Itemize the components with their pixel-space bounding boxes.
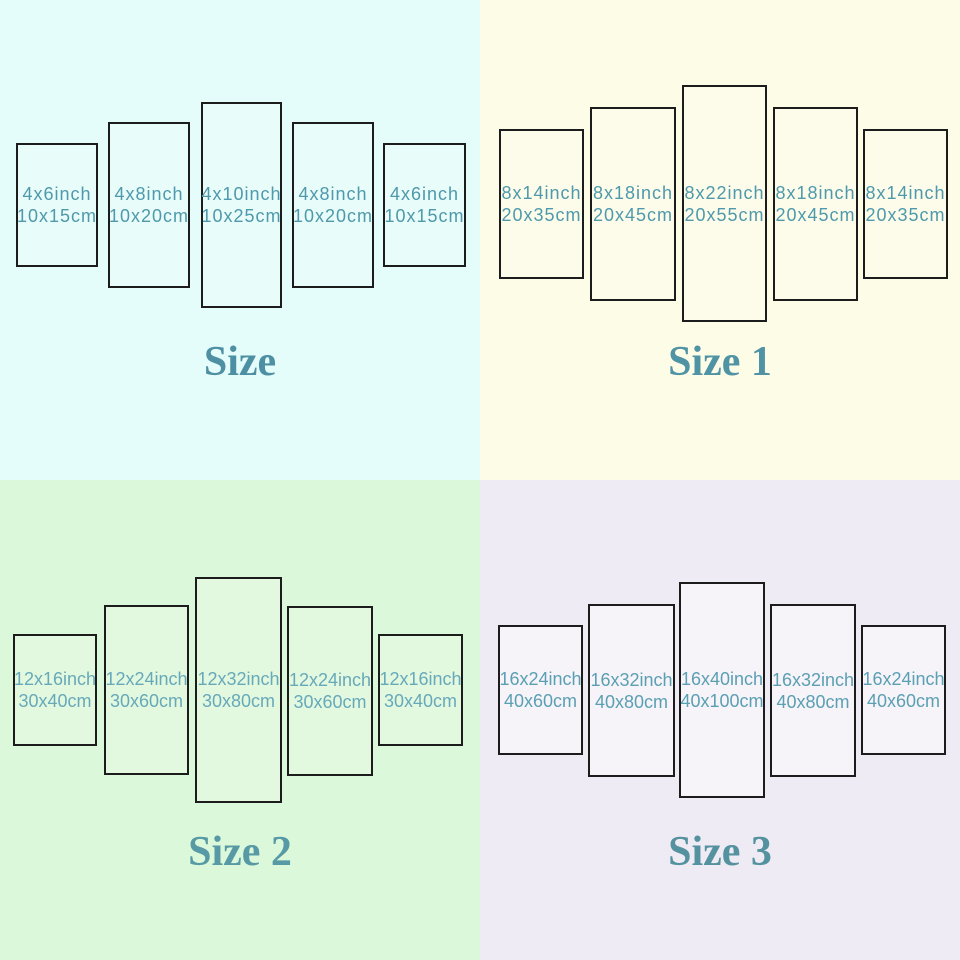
panel-size-label: 4x8inch 10x20cm (109, 183, 189, 227)
panel-size-label: 8x14inch 20x35cm (501, 182, 581, 226)
size-chart-size-3: 16x24inch 40x60cm 16x32inch 40x80cm 16x4… (480, 480, 960, 960)
panel-size-cm: 10x20cm (292, 206, 374, 226)
panel-size-cm: 20x35cm (865, 205, 946, 225)
panel-size-inch: 12x24inch (288, 670, 372, 690)
panel-size-cm: 10x15cm (16, 206, 98, 226)
panel-size-cm: 10x25cm (201, 206, 282, 226)
panel-size-label: 12x24inch 30x60cm (289, 669, 371, 713)
canvas-panel: 16x24inch 40x60cm (498, 625, 583, 755)
canvas-panel: 8x22inch 20x55cm (682, 85, 767, 322)
panel-size-label: 4x10inch 10x25cm (201, 183, 281, 227)
panel-size-inch: 16x24inch (862, 669, 945, 689)
panel-size-cm: 40x100cm (680, 691, 764, 711)
canvas-panel: 8x14inch 20x35cm (499, 129, 584, 279)
panel-size-cm: 20x45cm (592, 205, 674, 225)
canvas-panel: 8x14inch 20x35cm (863, 129, 948, 279)
panel-size-inch: 12x16inch (379, 669, 462, 689)
panel-size-cm: 20x55cm (684, 204, 765, 225)
canvas-panel: 4x6inch 10x15cm (16, 143, 98, 267)
panel-size-label: 8x14inch 20x35cm (865, 182, 945, 226)
canvas-panel: 12x24inch 30x60cm (287, 606, 373, 776)
canvas-panel: 12x16inch 30x40cm (13, 634, 97, 746)
panel-size-label: 4x6inch 10x15cm (384, 183, 464, 227)
panel-size-label: 16x24inch 40x60cm (499, 668, 581, 712)
panel-size-label: 4x6inch 10x15cm (17, 183, 97, 227)
panel-size-cm: 40x60cm (866, 691, 941, 711)
panel-size-inch: 16x32inch (771, 669, 855, 690)
size-chart-size-2: 12x16inch 30x40cm 12x24inch 30x60cm 12x3… (0, 480, 480, 960)
panel-size-label: 8x18inch 20x45cm (593, 182, 673, 226)
panel-size-inch: 4x8inch (114, 184, 184, 204)
panel-size-inch: 12x32inch (197, 669, 280, 689)
panel-size-inch: 8x14inch (501, 183, 582, 203)
panel-size-inch: 4x6inch (389, 184, 460, 204)
canvas-panel: 16x32inch 40x80cm (770, 604, 856, 777)
canvas-panel: 12x32inch 30x80cm (195, 577, 282, 803)
size-chart-size-1: 8x14inch 20x35cm 8x18inch 20x45cm 8x22in… (480, 0, 960, 480)
size-chart-size: 4x6inch 10x15cm 4x8inch 10x20cm 4x10inch… (0, 0, 480, 480)
canvas-panel: 16x32inch 40x80cm (588, 604, 675, 777)
panel-size-cm: 30x40cm (383, 691, 458, 711)
panel-size-inch: 8x18inch (592, 183, 674, 203)
panel-size-cm: 40x60cm (503, 691, 578, 711)
panel-size-inch: 4x10inch (201, 184, 282, 204)
panel-size-label: 16x40inch 40x100cm (680, 668, 763, 712)
panel-size-label: 12x32inch 30x80cm (197, 668, 279, 712)
canvas-panel: 16x40inch 40x100cm (679, 582, 765, 798)
panel-size-inch: 16x40inch (680, 669, 764, 689)
panel-size-inch: 8x22inch (684, 182, 765, 203)
panel-size-cm: 40x80cm (594, 691, 669, 712)
panel-size-label: 16x24inch 40x60cm (862, 668, 944, 712)
panel-size-inch: 8x14inch (865, 183, 946, 203)
panel-size-cm: 30x60cm (293, 692, 367, 712)
panel-size-label: 8x22inch 20x55cm (684, 182, 764, 226)
quadrant-title: Size 1 (668, 339, 772, 385)
panel-size-inch: 12x24inch (105, 669, 188, 689)
panel-size-inch: 16x24inch (499, 669, 582, 689)
canvas-panel: 16x24inch 40x60cm (861, 625, 946, 755)
panel-size-inch: 4x6inch (22, 184, 92, 204)
panel-size-cm: 30x80cm (201, 691, 276, 711)
panel-size-label: 8x18inch 20x45cm (775, 182, 855, 226)
panel-size-cm: 40x80cm (776, 691, 850, 712)
panel-size-inch: 16x32inch (590, 669, 673, 690)
canvas-panel: 4x8inch 10x20cm (292, 122, 374, 288)
canvas-panel: 8x18inch 20x45cm (773, 107, 858, 301)
panel-size-cm: 10x20cm (108, 206, 190, 226)
canvas-panel: 12x16inch 30x40cm (378, 634, 463, 746)
quadrant-title: Size (203, 339, 277, 385)
panel-size-cm: 20x45cm (775, 205, 856, 225)
panel-size-label: 12x16inch 30x40cm (379, 668, 461, 712)
panel-size-label: 12x16inch 30x40cm (14, 668, 96, 712)
panel-size-cm: 30x60cm (109, 691, 184, 711)
panel-size-inch: 8x18inch (775, 183, 856, 203)
canvas-panel: 8x18inch 20x45cm (590, 107, 676, 301)
panel-size-cm: 20x35cm (501, 205, 582, 225)
canvas-panel: 4x8inch 10x20cm (108, 122, 190, 288)
panel-size-label: 16x32inch 40x80cm (772, 669, 854, 713)
canvas-panel: 12x24inch 30x60cm (104, 605, 189, 775)
quadrant-title: Size 3 (668, 829, 772, 875)
canvas-panel: 4x10inch 10x25cm (201, 102, 282, 308)
panel-size-label: 16x32inch 40x80cm (590, 669, 672, 713)
panel-size-inch: 4x8inch (298, 184, 368, 204)
panel-size-cm: 30x40cm (18, 691, 92, 711)
canvas-panel: 4x6inch 10x15cm (383, 143, 466, 267)
panel-size-label: 4x8inch 10x20cm (293, 183, 373, 227)
panel-size-inch: 12x16inch (13, 669, 97, 689)
quadrant-title: Size 2 (188, 829, 292, 875)
panel-size-label: 12x24inch 30x60cm (105, 668, 187, 712)
panel-size-cm: 10x15cm (384, 206, 465, 226)
